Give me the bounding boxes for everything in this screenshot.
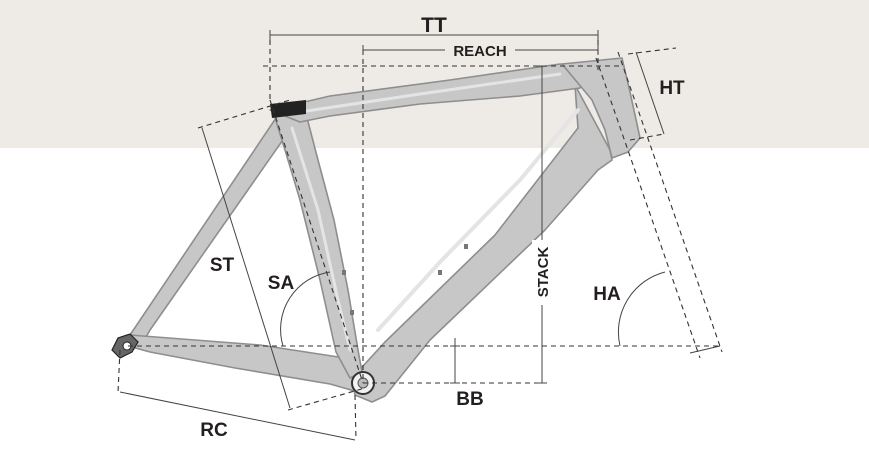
- rc-dimension: [119, 391, 356, 441]
- dimension-lines: [119, 30, 721, 441]
- stack-label-bg: [532, 240, 552, 304]
- ht-dimension: [635, 51, 665, 135]
- head-tube: [561, 57, 641, 159]
- frame-highlight: [376, 108, 580, 332]
- ht-top-tick: [627, 47, 677, 55]
- st-bottom-tick: [287, 387, 366, 411]
- ht-label: HT: [659, 78, 685, 99]
- ha-arc: [617, 271, 666, 347]
- dimension-labels: TT REACH HT ST SA STACK HA BB RC: [200, 14, 685, 441]
- reach-label-bg: [447, 41, 513, 59]
- sa-label: SA: [268, 273, 295, 294]
- background-band: [0, 0, 869, 148]
- seat-stay: [127, 117, 295, 349]
- down-tube: [351, 84, 613, 403]
- st-dimension: [201, 127, 291, 409]
- bb-label: BB: [456, 389, 483, 410]
- bicycle-frame: [111, 57, 641, 403]
- rc-right-tick: [354, 394, 357, 441]
- steerer-axis-line: [595, 57, 701, 359]
- ha-tick: [689, 345, 721, 354]
- ha-label: HA: [593, 284, 621, 305]
- seat-angle-line: [269, 99, 364, 384]
- tt-label: TT: [421, 14, 447, 37]
- ht-bottom-tick: [629, 133, 665, 141]
- rc-label: RC: [200, 420, 228, 441]
- rc-left-tick: [117, 349, 121, 393]
- chain-stay: [127, 334, 363, 393]
- st-top-tick: [197, 99, 291, 129]
- st-label: ST: [210, 255, 235, 276]
- frame-highlight-top: [298, 72, 562, 114]
- stack-label: STACK: [535, 247, 552, 298]
- reach-label: REACH: [453, 43, 506, 60]
- seat-clamp: [270, 100, 306, 118]
- sa-arc: [280, 271, 331, 347]
- bottle-bosses: [342, 244, 468, 315]
- steerer-axis-line-2: [617, 51, 723, 353]
